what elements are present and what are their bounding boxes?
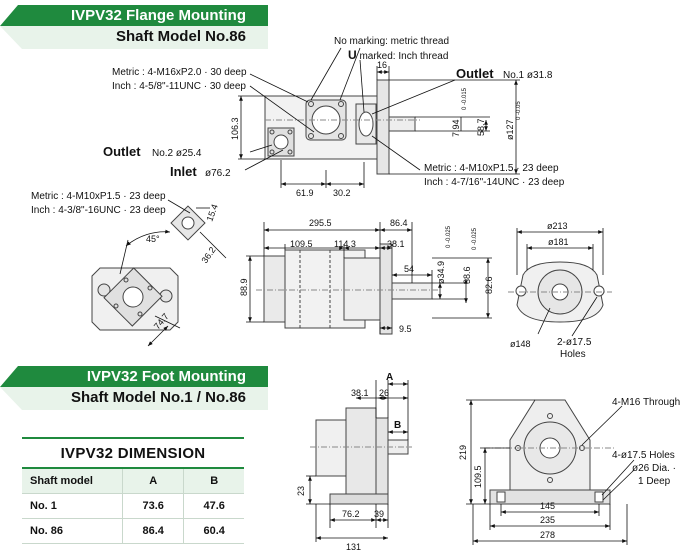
dim-foot-145: 145 bbox=[540, 501, 555, 511]
dim-16: 16 bbox=[377, 60, 387, 70]
label-dim-b: B bbox=[394, 420, 401, 431]
dim-61-9: 61.9 bbox=[296, 188, 314, 198]
dim-181: ø181 bbox=[548, 237, 569, 247]
column-header-shaft-model: Shaft model bbox=[22, 468, 123, 494]
shaft-model-cell: No. 86 bbox=[22, 518, 123, 544]
flange-mounting-subtitle: Shaft Model No.86 bbox=[115, 28, 246, 45]
dimension-table: IVPV32 DIMENSION Shaft model A B No. 1 7… bbox=[22, 437, 244, 544]
label-no-marking: No marking: metric thread bbox=[334, 36, 449, 47]
dim-foot-278: 278 bbox=[540, 530, 555, 540]
port-side-dimension-lines bbox=[119, 199, 227, 347]
label-metric-left: Metric : 4-M10xP1.5 · 23 deep bbox=[31, 191, 166, 202]
label-inlet-spec: ø76.2 bbox=[205, 168, 231, 179]
label-outlet2-spec: No.2 ø25.4 bbox=[152, 148, 202, 159]
label-metric-right: Metric : 4-M10xP1.5 · 23 deep bbox=[424, 163, 559, 174]
label-outlet1-spec: No.1 ø31.8 bbox=[503, 70, 553, 81]
foot-mount-front-view bbox=[484, 399, 616, 505]
flange-front-view bbox=[264, 79, 420, 175]
b-value-cell: 60.4 bbox=[183, 518, 244, 544]
dim-86-4: 86.4 bbox=[390, 218, 408, 228]
label-m16-through: 4-M16 Through bbox=[612, 397, 680, 408]
dim-34-9: ø34.9 bbox=[436, 261, 446, 284]
flange-front-view-dimension-lines bbox=[238, 47, 520, 188]
dim-106-3: 106.3 bbox=[230, 117, 240, 140]
flange-mounting-title: IVPV32 Flange Mounting bbox=[70, 7, 246, 24]
dim-foot-76-2: 76.2 bbox=[342, 509, 360, 519]
dim-foot-219: 219 bbox=[458, 445, 468, 460]
side-elevation-dimension-lines bbox=[246, 222, 492, 334]
dim-82-6: 82.6 bbox=[484, 276, 494, 294]
table-row: No. 1 73.6 47.6 bbox=[22, 493, 244, 519]
dim-58-7: 58.7 bbox=[476, 118, 486, 136]
b-value-cell: 47.6 bbox=[183, 493, 244, 519]
dim-15-4: 15.4 bbox=[204, 203, 219, 223]
label-inch-right: Inch : 4-7/16"-14UNC · 23 deep bbox=[424, 177, 565, 188]
dim-foot-23: 23 bbox=[296, 486, 306, 496]
dim-38-6: 38.6 bbox=[462, 266, 472, 284]
dim-295-5: 295.5 bbox=[309, 218, 332, 228]
shaft-end-view bbox=[508, 261, 612, 323]
label-holes-foot: 4-ø17.5 Holes bbox=[612, 450, 675, 461]
dim-foot-38-1: 38.1 bbox=[351, 388, 369, 398]
label-deep-1: 1 Deep bbox=[638, 476, 671, 487]
label-holes-word: Holes bbox=[560, 349, 586, 360]
foot-mount-side-view bbox=[310, 407, 412, 505]
dim-30-2: 30.2 bbox=[333, 188, 351, 198]
dim-109-5: 109.5 bbox=[290, 239, 313, 249]
dim-54: 54 bbox=[404, 264, 414, 274]
foot-side-dimension-lines bbox=[306, 380, 409, 542]
dim-36-2: 36.2 bbox=[199, 245, 217, 265]
shaft-end-dimension-lines bbox=[516, 228, 604, 337]
tol-38-6: 0 -0.025 bbox=[472, 227, 478, 250]
a-value-cell: 86.4 bbox=[121, 518, 184, 544]
dim-38-1: 38.1 bbox=[387, 239, 405, 249]
dim-45-degree: 45° bbox=[146, 234, 160, 244]
tol-127: 0 -0.05 bbox=[516, 101, 522, 120]
dim-88-9: 88.9 bbox=[239, 278, 249, 296]
dimension-table-title: IVPV32 DIMENSION bbox=[22, 437, 244, 469]
label-holes-count: 2-ø17.5 bbox=[557, 337, 592, 348]
foot-mounting-subtitle: Shaft Model No.1 / No.86 bbox=[70, 389, 246, 406]
dim-9-5: 9.5 bbox=[399, 324, 412, 334]
dim-127: ø127 bbox=[505, 119, 515, 140]
dim-foot-39: 39 bbox=[374, 509, 384, 519]
dim-foot-235: 235 bbox=[540, 515, 555, 525]
label-outlet1-word: Outlet bbox=[456, 66, 494, 81]
column-header-a: A bbox=[121, 468, 184, 494]
label-dia-26: ø26 Dia. · bbox=[632, 463, 676, 474]
port-side-view bbox=[91, 205, 206, 331]
label-inch-left: Inch : 4-3/8"-16UNC · 23 deep bbox=[31, 205, 166, 216]
tol-7-94: 0 -0.015 bbox=[462, 87, 468, 110]
label-inlet-word: Inlet bbox=[170, 164, 197, 179]
dim-114-3: 114.3 bbox=[334, 239, 356, 249]
label-u-marked: U marked: Inch thread bbox=[348, 48, 448, 62]
foot-mounting-title: IVPV32 Foot Mounting bbox=[86, 368, 246, 385]
label-outlet2-word: Outlet bbox=[103, 144, 141, 159]
dim-foot-26: 26 bbox=[379, 388, 389, 398]
tol-34-9: 0 -0.025 bbox=[446, 225, 452, 248]
dim-7-94: 7.94 bbox=[451, 119, 461, 137]
label-metric-top: Metric : 4-M16xP2.0 · 30 deep bbox=[112, 67, 247, 78]
column-header-b: B bbox=[183, 468, 244, 494]
foot-front-dimension-lines bbox=[466, 399, 635, 545]
shaft-model-cell: No. 1 bbox=[22, 493, 123, 519]
label-inch-top: Inch : 4-5/8"-11UNC · 30 deep bbox=[112, 81, 246, 92]
u-marked-text: marked: Inch thread bbox=[357, 51, 449, 62]
table-row: No. 86 86.4 60.4 bbox=[22, 518, 244, 544]
label-dim-a: A bbox=[386, 372, 393, 383]
dim-213: ø213 bbox=[547, 221, 568, 231]
dim-148: ø148 bbox=[510, 339, 531, 349]
pump-side-elevation bbox=[256, 243, 440, 335]
u-mark-letter: U bbox=[348, 48, 357, 62]
dim-foot-109-5: 109.5 bbox=[473, 465, 483, 488]
a-value-cell: 73.6 bbox=[121, 493, 184, 519]
dim-foot-131: 131 bbox=[346, 542, 361, 552]
